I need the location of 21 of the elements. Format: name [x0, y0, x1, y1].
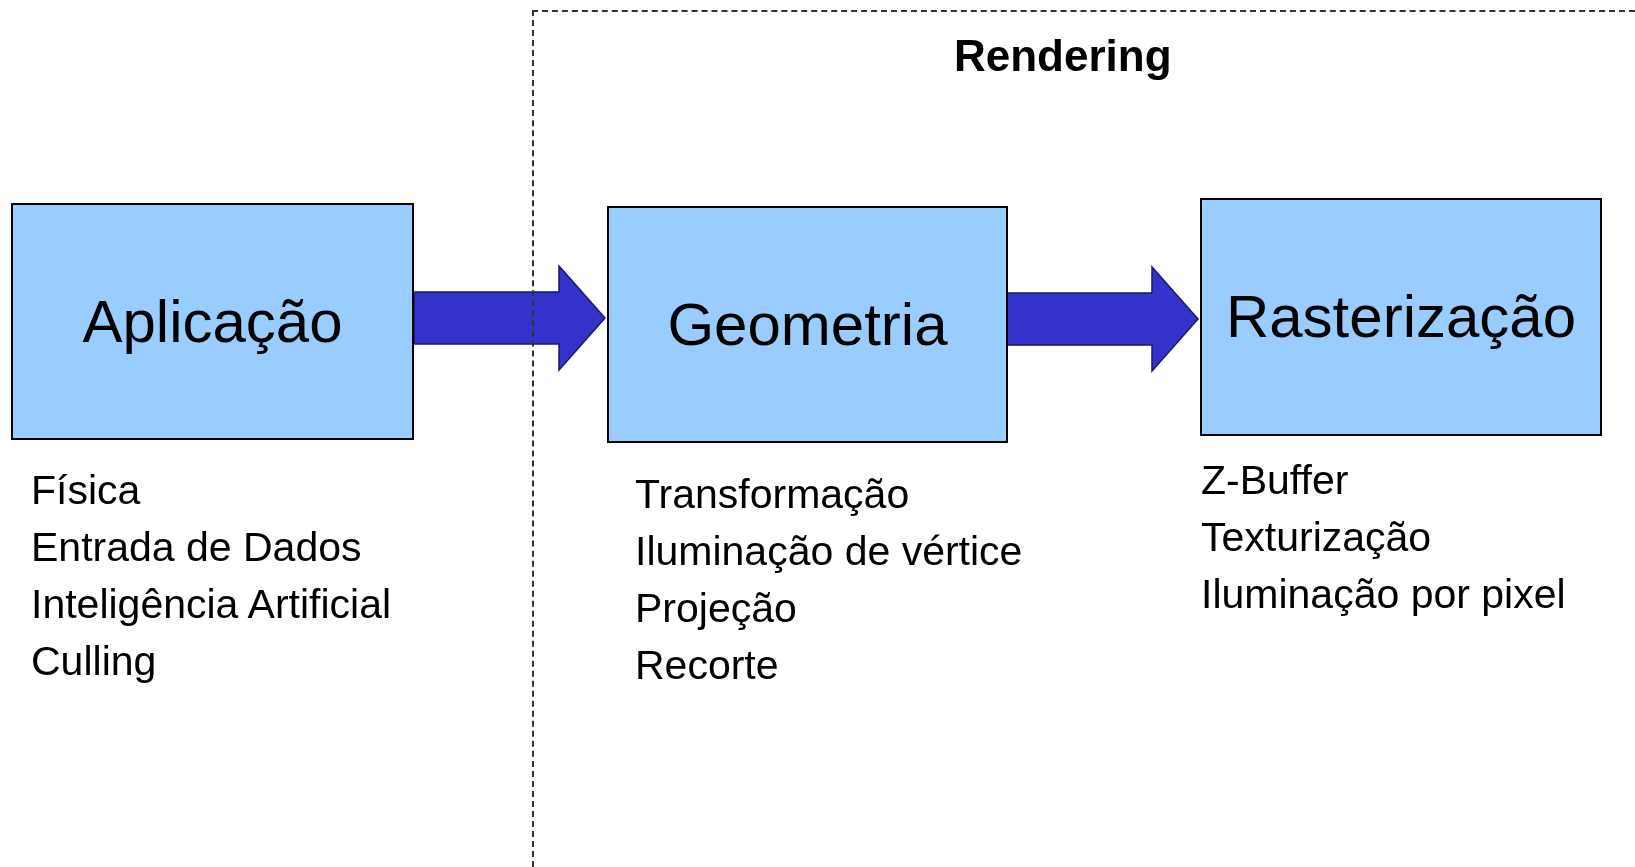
list-item: Texturização — [1201, 513, 1433, 562]
block-arrow — [413, 264, 606, 372]
process-box — [607, 206, 1008, 443]
list-item: Projeção — [635, 584, 798, 633]
box-title: Aplicação — [82, 291, 343, 352]
dashed-region — [532, 10, 1635, 867]
box-title: Geometria — [667, 294, 948, 355]
list-item: Transformação — [635, 470, 911, 519]
block-arrow — [1005, 265, 1199, 373]
list-item: Inteligência Artificial — [31, 580, 392, 629]
process-box — [1200, 198, 1602, 436]
region-title: Rendering — [954, 34, 1172, 78]
list-item: Culling — [31, 637, 158, 686]
process-box — [11, 203, 414, 440]
list-item: Entrada de Dados — [31, 523, 363, 572]
list-item: Física — [31, 466, 142, 515]
box-title: Rasterização — [1225, 287, 1577, 347]
list-item: Z-Buffer — [1201, 456, 1350, 505]
list-item: Recorte — [635, 641, 780, 690]
list-item: Iluminação por pixel — [1201, 570, 1566, 619]
list-item: Iluminação de vértice — [635, 527, 1023, 576]
